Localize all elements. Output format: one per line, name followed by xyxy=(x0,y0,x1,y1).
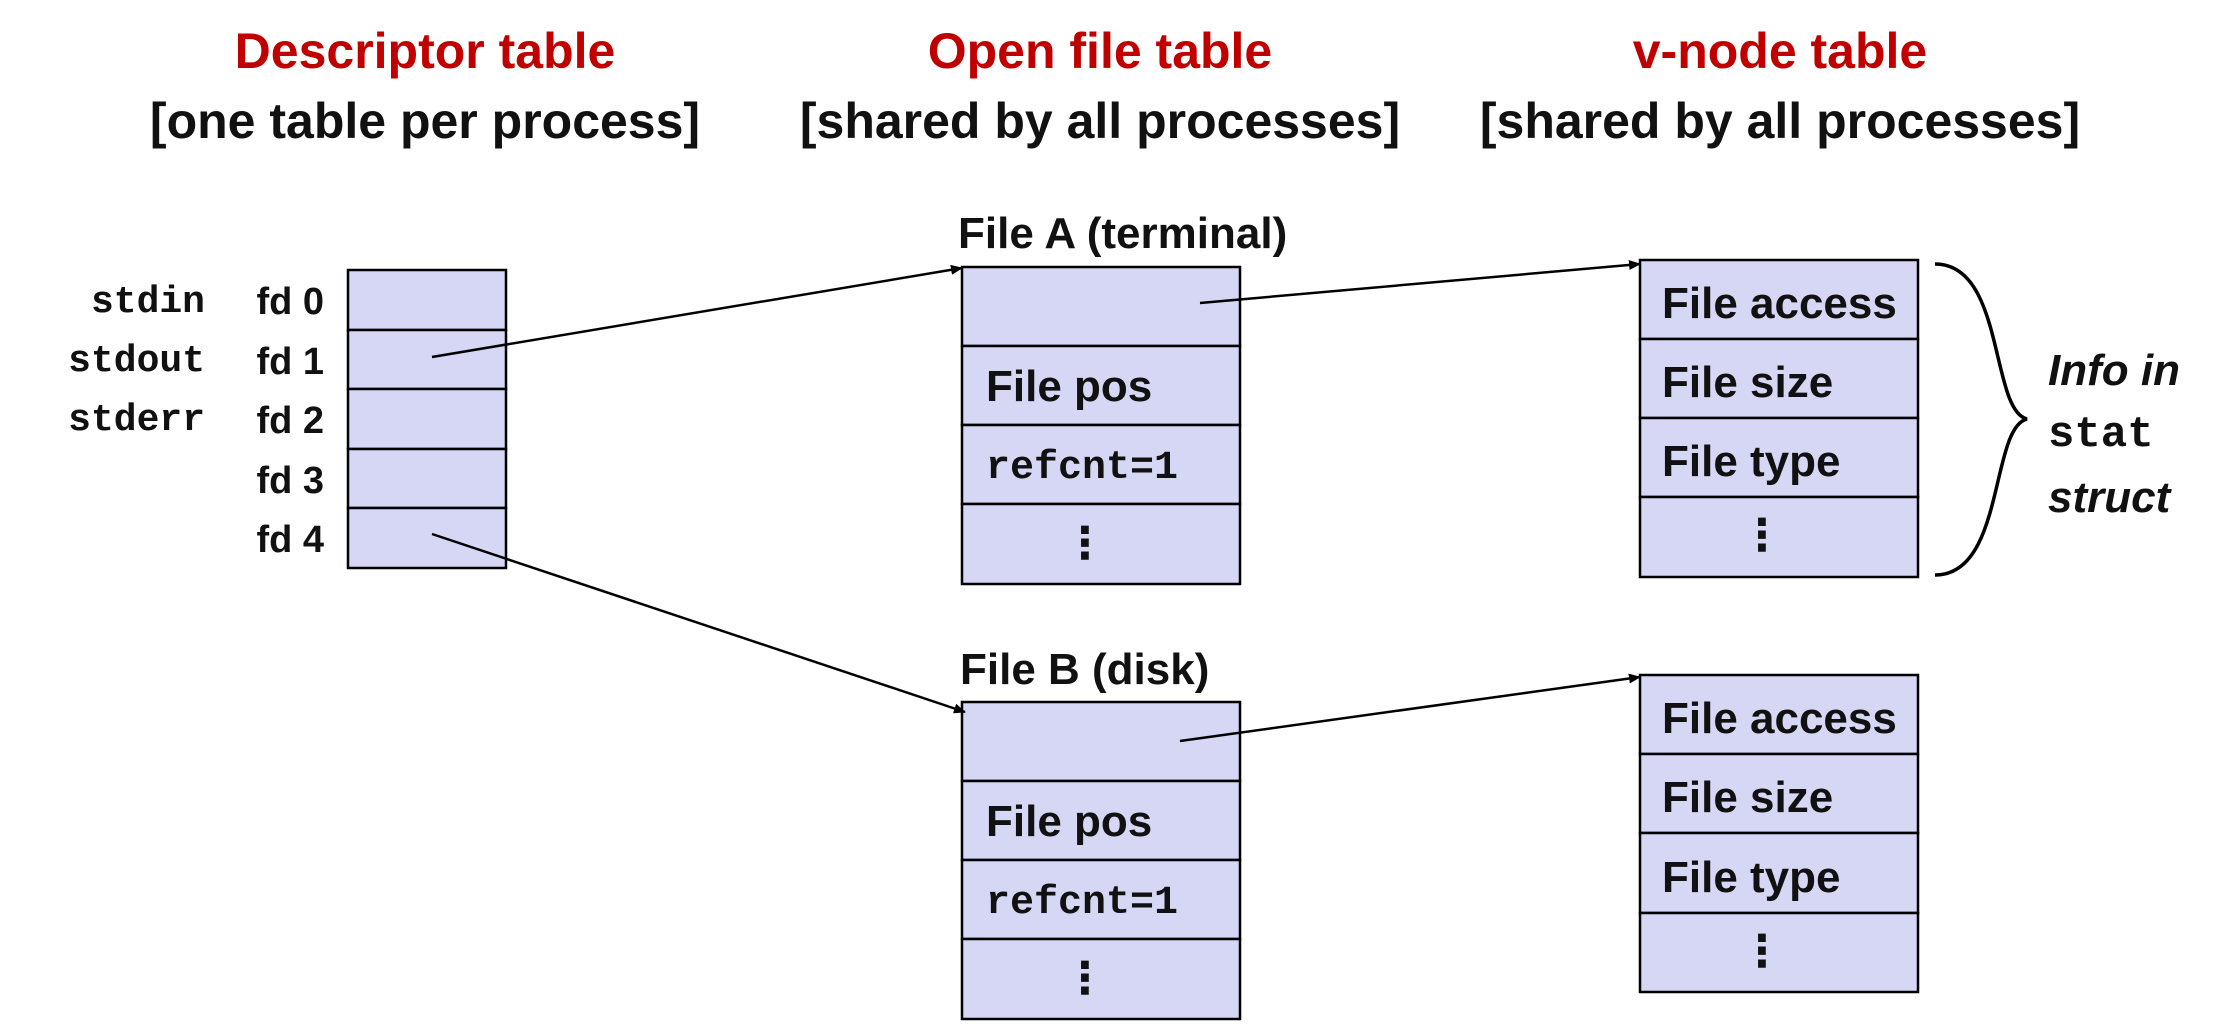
descriptor-table: stdin stdout stderr fd 0 fd 1 fd 2 fd 3 … xyxy=(68,268,508,570)
stderr-label: stderr xyxy=(68,399,205,442)
fd-0-slot xyxy=(346,268,508,332)
arrow-fd1-to-file-a xyxy=(431,264,963,359)
vnode-b-access-label: File access xyxy=(1662,694,1897,743)
annotation-struct: struct xyxy=(2048,473,2173,522)
file-b-ellipsis: ⋮ xyxy=(1063,954,1107,1003)
file-b-pos-cell xyxy=(960,779,1242,862)
open-file-b: File B (disk) File pos refcnt=1 ⋮ xyxy=(960,645,1242,1021)
vnode-table-title: v-node table xyxy=(1633,23,1927,79)
file-a-refcnt-label: refcnt=1 xyxy=(986,446,1178,491)
stdout-label: stdout xyxy=(68,340,205,383)
fd-1-slot xyxy=(346,328,508,391)
descriptor-table-subtitle: [one table per process] xyxy=(150,93,700,149)
file-a-pos-cell xyxy=(960,344,1242,427)
vnode-b-ellipsis: ⋮ xyxy=(1740,927,1784,976)
vnode-table-heading: v-node table [shared by all processes] xyxy=(1480,23,2080,149)
vnode-a-type-label: File type xyxy=(1662,437,1841,486)
fd-3-slot xyxy=(346,447,508,510)
vnode-a-ellipsis: ⋮ xyxy=(1740,511,1784,560)
open-file-a: File A (terminal) File pos refcnt=1 ⋮ xyxy=(958,209,1287,586)
pointer-arrows xyxy=(431,259,1641,743)
file-b-vnode-ptr-cell xyxy=(960,700,1242,783)
annotation-stat: stat xyxy=(2048,410,2154,460)
file-a-refcnt-cell xyxy=(960,423,1242,506)
fd-4-slot xyxy=(346,506,508,570)
vnode-b-size-cell xyxy=(1638,752,1920,835)
file-b-ellipsis-cell xyxy=(960,937,1242,1021)
file-a-ellipsis: ⋮ xyxy=(1063,519,1107,568)
fd-2-slot xyxy=(346,387,508,451)
vnode-table-subtitle: [shared by all processes] xyxy=(1480,93,2080,149)
fd-0-label: fd 0 xyxy=(256,281,324,323)
open-file-table-title: Open file table xyxy=(928,23,1273,79)
stdin-label: stdin xyxy=(91,281,205,324)
fd-2-label: fd 2 xyxy=(256,400,324,442)
descriptor-table-heading: Descriptor table [one table per process] xyxy=(150,23,700,149)
vnode-b-access-cell xyxy=(1638,673,1920,756)
file-b-refcnt-label: refcnt=1 xyxy=(986,881,1178,926)
arrow-fd4-to-file-b xyxy=(431,532,966,714)
file-a-title: File A (terminal) xyxy=(958,209,1287,258)
stat-annotation: Info in stat struct xyxy=(2048,346,2180,522)
open-file-table-heading: Open file table [shared by all processes… xyxy=(800,23,1400,149)
file-b-pos-label: File pos xyxy=(986,797,1152,846)
vnode-b-size-label: File size xyxy=(1662,773,1833,822)
open-file-table-subtitle: [shared by all processes] xyxy=(800,93,1400,149)
vnode-a-ellipsis-cell xyxy=(1638,495,1920,579)
arrow-file-a-to-vnode-a xyxy=(1199,259,1641,305)
vnode-b-ellipsis-cell xyxy=(1638,911,1920,994)
file-a-vnode-ptr-cell xyxy=(960,265,1242,348)
fd-4-label: fd 4 xyxy=(256,519,324,561)
descriptor-table-title: Descriptor table xyxy=(235,23,616,79)
fd-3-label: fd 3 xyxy=(256,460,324,502)
right-brace xyxy=(1934,262,2028,577)
file-a-ellipsis-cell xyxy=(960,502,1242,586)
vnode-b-type-label: File type xyxy=(1662,853,1841,902)
fd-1-label: fd 1 xyxy=(256,341,324,383)
vnode-a: File access File size File type ⋮ xyxy=(1638,258,1920,579)
vnode-a-size-label: File size xyxy=(1662,358,1833,407)
arrow-file-b-to-vnode-b xyxy=(1179,673,1641,743)
vnode-a-size-cell xyxy=(1638,337,1920,420)
vnode-a-access-label: File access xyxy=(1662,279,1897,328)
vnode-b: File access File size File type ⋮ xyxy=(1638,673,1920,994)
annotation-info-in: Info in xyxy=(2048,346,2180,395)
file-b-title: File B (disk) xyxy=(960,645,1209,694)
file-a-pos-label: File pos xyxy=(986,362,1152,411)
